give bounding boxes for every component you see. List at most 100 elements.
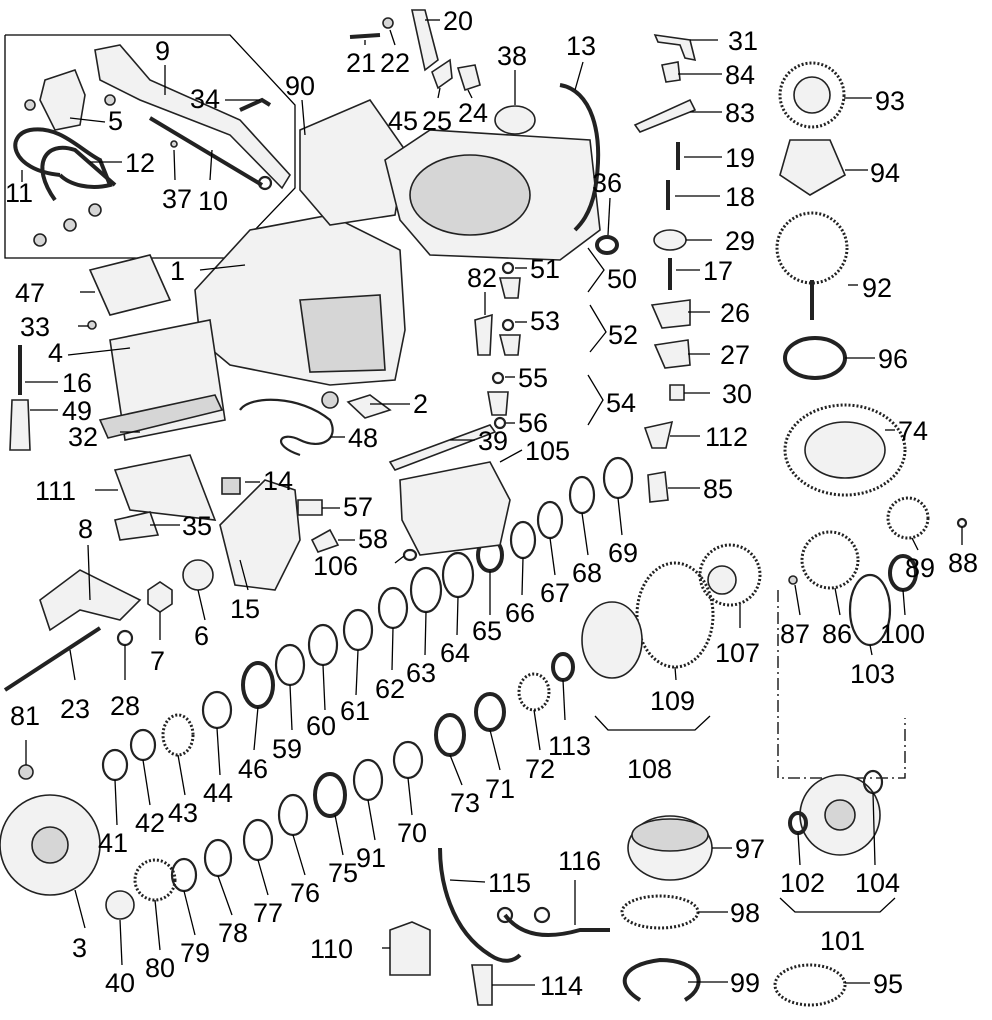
part-51-oring: [501, 261, 515, 275]
leader-71: [489, 729, 501, 771]
left-components: [0, 320, 301, 920]
leader-10: [209, 149, 213, 181]
part-90-cover: [299, 99, 406, 226]
callout-41: 41: [98, 828, 128, 858]
callout-13: 13: [566, 31, 596, 61]
pipe-fitting-a: [496, 906, 514, 924]
bolt-b: [104, 94, 116, 106]
part-64-ring: [441, 551, 475, 599]
callout-34: 34: [190, 84, 220, 114]
part-11-pipe: [13, 127, 113, 189]
callout-49: 49: [62, 396, 92, 426]
callout-19: 19: [725, 143, 755, 173]
part-1-case-detail: [299, 294, 386, 373]
part-107-gear: [698, 543, 762, 607]
callout-27: 27: [720, 340, 750, 370]
callout-80: 80: [145, 953, 175, 983]
callout-3: 3: [72, 933, 87, 963]
leader-24: [467, 89, 473, 99]
part-87-pin: [788, 575, 798, 585]
callout-50: 50: [607, 264, 637, 294]
part-104-oring: [862, 769, 884, 795]
part-89-gear: [886, 496, 930, 540]
part-34-tube: [239, 97, 272, 112]
callout-8: 8: [78, 514, 93, 544]
callout-90: 90: [285, 71, 315, 101]
part-13-tube: [559, 83, 600, 232]
part-48-connector: [321, 391, 339, 409]
leader-87: [794, 584, 801, 616]
part-39-rod: [388, 424, 497, 471]
callout-57: 57: [343, 492, 373, 522]
callout-71: 71: [485, 774, 515, 804]
callout-94: 94: [870, 158, 900, 188]
callout-58: 58: [358, 524, 388, 554]
inset-frame-top-left: [4, 34, 296, 259]
part-93-gear: [778, 61, 846, 129]
callout-87: 87: [780, 619, 810, 649]
group-bracket-101: [779, 897, 896, 913]
callout-112: 112: [705, 422, 748, 452]
callout-77: 77: [253, 898, 283, 928]
group-bracket-54: [587, 374, 604, 426]
part-6-lever: [182, 559, 214, 591]
callout-25: 25: [422, 106, 452, 136]
bolt-d: [63, 218, 77, 232]
callout-labels: 1 2 3 4 5 6 7 8 9 10 11 12 13 14 15 16 1…: [5, 6, 978, 1001]
leader-43: [177, 754, 186, 796]
leader-90: [301, 99, 306, 136]
part-83-lever: [633, 98, 697, 133]
part-38-seal: [494, 105, 536, 135]
part-10-dipstick-ring: [257, 175, 273, 191]
callout-21: 21: [346, 48, 376, 78]
leader-115: [449, 879, 486, 883]
callout-68: 68: [572, 558, 602, 588]
callout-102: 102: [780, 868, 825, 898]
part-56-oring: [493, 416, 507, 430]
callout-17: 17: [703, 256, 733, 286]
part-74-gear: [783, 403, 907, 497]
part-48-harness: [239, 398, 334, 457]
callout-73: 73: [450, 788, 480, 818]
callout-33: 33: [20, 312, 50, 342]
leader-86: [834, 587, 841, 616]
callout-16: 16: [62, 368, 92, 398]
part-66-ring: [509, 520, 537, 560]
leader-1: [199, 264, 246, 271]
callout-59: 59: [272, 734, 302, 764]
callout-47: 47: [15, 278, 45, 308]
callout-72: 72: [525, 754, 555, 784]
callout-81: 81: [10, 701, 40, 731]
part-22-spring: [382, 17, 394, 29]
callout-93: 93: [875, 86, 905, 116]
callout-99: 99: [730, 968, 760, 998]
leader-46: [253, 706, 259, 751]
leader-13: [574, 61, 584, 91]
part-109-ring-gear: [635, 561, 715, 669]
callout-84: 84: [725, 60, 755, 90]
part-28-washer: [116, 629, 134, 647]
callout-86: 86: [822, 619, 852, 649]
callout-1: 1: [170, 256, 185, 286]
part-116-pipe: [503, 913, 610, 937]
callout-54: 54: [606, 388, 636, 418]
callout-69: 69: [608, 538, 638, 568]
callout-63: 63: [406, 658, 436, 688]
callout-30: 30: [722, 379, 752, 409]
callout-7: 7: [150, 646, 165, 676]
callout-6: 6: [194, 621, 209, 651]
leader-109: [674, 666, 677, 681]
part-43-bearing: [161, 713, 195, 757]
part-68-ring: [568, 475, 596, 515]
leader-89: [911, 537, 919, 551]
part-33-plug: [87, 320, 97, 330]
part-36-seal: [595, 235, 619, 255]
callout-79: 79: [180, 938, 210, 968]
part-113-ring: [551, 652, 575, 682]
callout-23: 23: [60, 694, 90, 724]
part-67-ring: [536, 500, 564, 540]
callout-39: 39: [478, 426, 508, 456]
callout-106: 106: [313, 551, 358, 581]
part-94-shaft-gear: [779, 139, 847, 196]
part-46-ring: [241, 661, 275, 709]
